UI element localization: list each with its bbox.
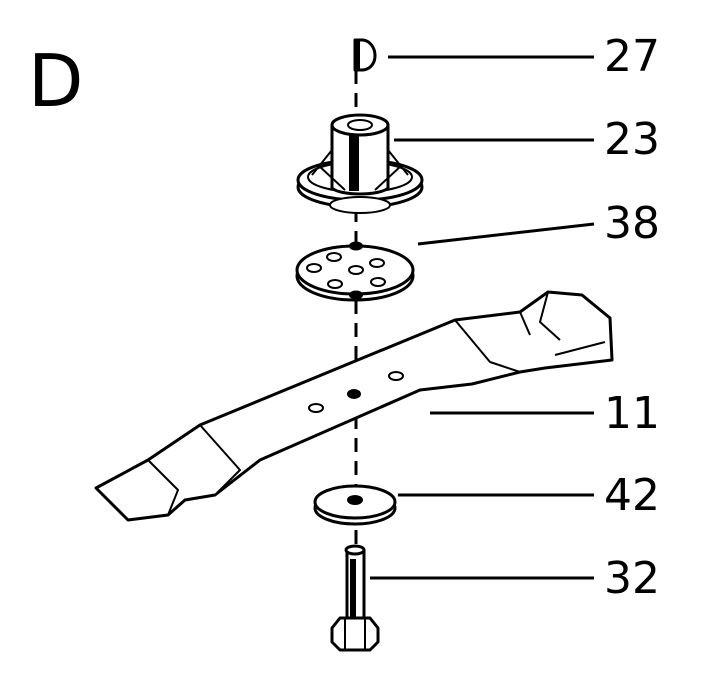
- part-label-11: 11: [604, 388, 660, 439]
- bolt-part: [330, 544, 380, 652]
- blade-part: [94, 290, 614, 522]
- leader-line-38: [417, 222, 595, 246]
- washer-plate-part: [295, 241, 415, 302]
- section-letter: D: [28, 39, 83, 123]
- part-label-23: 23: [604, 114, 660, 165]
- part-label-27: 27: [604, 31, 660, 82]
- blade-adapter-part: [296, 113, 424, 214]
- part-label-38: 38: [604, 198, 660, 249]
- part-label-42: 42: [604, 470, 660, 521]
- washer-part: [313, 484, 397, 526]
- part-label-32: 32: [604, 553, 660, 604]
- key-part: [353, 38, 377, 72]
